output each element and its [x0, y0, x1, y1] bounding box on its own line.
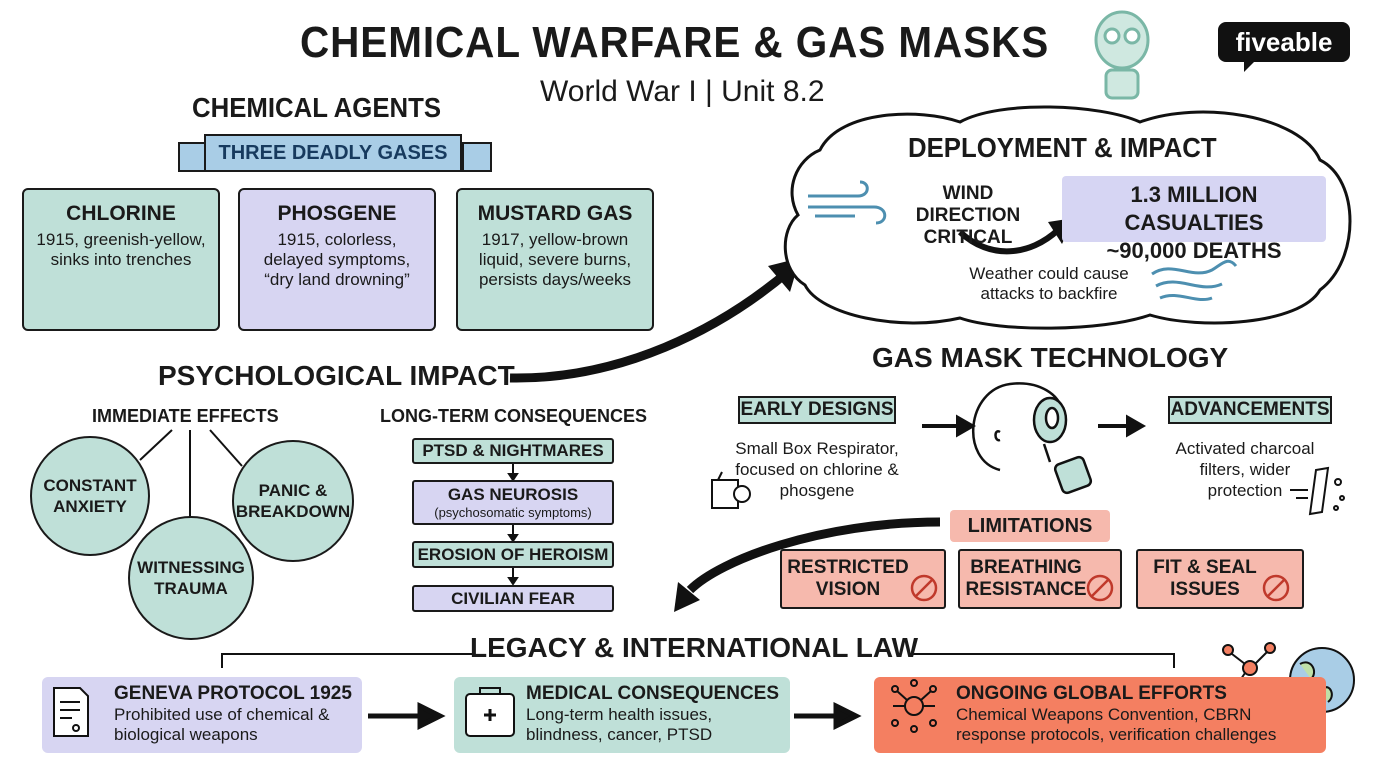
fit-seal-card: FIT & SEAL ISSUES: [1136, 549, 1304, 609]
gas-neurosis-step: GAS NEUROSIS (psychosomatic symptoms): [412, 480, 614, 525]
medical-text: Long-term health issues, blindness, canc…: [526, 705, 713, 744]
chlorine-card: CHLORINE 1915, greenish-yellow, sinks in…: [22, 188, 220, 331]
early-designs-text: Small Box Respirator, focused on chlorin…: [735, 439, 899, 500]
ptsd-step: PTSD & NIGHTMARES: [412, 438, 614, 464]
global-title: ONGOING GLOBAL EFFORTS: [956, 683, 1227, 704]
gas-neurosis-note: (psychosomatic symptoms): [434, 505, 592, 520]
advancements-tag: ADVANCEMENTS: [1168, 396, 1332, 424]
fit-seal-text: FIT & SEAL ISSUES: [1153, 557, 1257, 600]
wind-icon: [808, 180, 887, 225]
weather-wind-icon: [1151, 259, 1238, 301]
restricted-vision-card: RESTRICTED VISION: [780, 549, 946, 609]
chemical-agents-heading: CHEMICAL AGENTS: [192, 92, 442, 123]
brand-logo[interactable]: fiveable: [1218, 22, 1350, 72]
page-title: CHEMICAL WARFARE & GAS MASKS: [300, 18, 1050, 67]
mustard-gas-text: 1917, yellow-brown liquid, severe burns,…: [478, 230, 632, 289]
erosion-heroism-step: EROSION OF HEROISM: [412, 541, 614, 568]
phosgene-title: PHOSGENE: [277, 202, 397, 225]
head-with-gas-mask-icon: [971, 382, 1093, 495]
page-subtitle: World War I | Unit 8.2: [540, 75, 825, 108]
civilian-fear-step: CIVILIAN FEAR: [412, 585, 614, 612]
filter-icon: [1290, 466, 1345, 516]
casualties-box: 1.3 MILLION CASUALTIES ~90,000 DEATHS: [1062, 176, 1326, 263]
witnessing-trauma-circle: WITNESSING TRAUMA: [128, 516, 254, 640]
immediate-effects-heading: IMMEDIATE EFFECTS: [92, 406, 279, 426]
psychological-heading: PSYCHOLOGICAL IMPACT: [158, 360, 515, 391]
breathing-resistance-card: BREATHING RESISTANCE: [958, 549, 1122, 609]
mustard-gas-card: MUSTARD GAS 1917, yellow-brown liquid, s…: [456, 188, 654, 331]
limitations-label: LIMITATIONS: [950, 510, 1110, 542]
limitations-arrow-icon: [674, 582, 700, 612]
geneva-text: Prohibited use of chemical & biological …: [114, 705, 330, 744]
advancements-text: Activated charcoal filters, wider protec…: [1175, 439, 1315, 500]
gas-neurosis-label: GAS NEUROSIS: [447, 485, 579, 504]
gas-mask-icon: [1094, 10, 1150, 100]
constant-anxiety-circle: CONSTANT ANXIETY: [30, 436, 150, 556]
restricted-vision-text: RESTRICTED VISION: [787, 557, 909, 600]
deployment-heading: DEPLOYMENT & IMPACT: [908, 132, 1217, 163]
long-term-heading: LONG-TERM CONSEQUENCES: [380, 406, 648, 426]
medical-title: MEDICAL CONSEQUENCES: [526, 683, 780, 704]
three-deadly-gases-ribbon: THREE DEADLY GASES: [204, 134, 462, 172]
ribbon-tail-left: [178, 142, 208, 172]
early-designs-tag: EARLY DESIGNS: [738, 396, 896, 424]
breathing-resistance-text: BREATHING RESISTANCE: [965, 557, 1087, 600]
casualties-line-2: ~90,000 DEATHS: [1106, 238, 1282, 263]
chlorine-text: 1915, greenish-yellow, sinks into trench…: [36, 230, 206, 269]
medical-consequences-card: MEDICAL CONSEQUENCES Long-term health is…: [454, 677, 790, 753]
box-respirator-icon: [711, 471, 751, 509]
chlorine-title: CHLORINE: [66, 202, 176, 225]
ribbon-tail-right: [462, 142, 492, 172]
gas-mask-heading: GAS MASK TECHNOLOGY: [872, 342, 1229, 373]
geneva-title: GENEVA PROTOCOL 1925: [114, 683, 352, 704]
legacy-heading: LEGACY & INTERNATIONAL LAW: [470, 632, 918, 663]
weather-text: Weather could cause attacks to backfire: [969, 264, 1129, 303]
panic-breakdown-circle: PANIC & BREAKDOWN: [232, 440, 354, 562]
global-efforts-card: ONGOING GLOBAL EFFORTS Chemical Weapons …: [874, 677, 1326, 753]
geneva-protocol-card: GENEVA PROTOCOL 1925 Prohibited use of c…: [42, 677, 362, 753]
phosgene-text: 1915, colorless, delayed symptoms, “dry …: [263, 230, 411, 289]
mustard-gas-title: MUSTARD GAS: [477, 202, 633, 225]
phosgene-card: PHOSGENE 1915, colorless, delayed sympto…: [238, 188, 436, 331]
wind-direction-text: WIND DIRECTION CRITICAL: [915, 183, 1021, 248]
network-icon: [1222, 642, 1276, 696]
global-text: Chemical Weapons Convention, CBRN respon…: [956, 705, 1277, 744]
casualties-line-1: 1.3 MILLION CASUALTIES: [1124, 182, 1264, 235]
